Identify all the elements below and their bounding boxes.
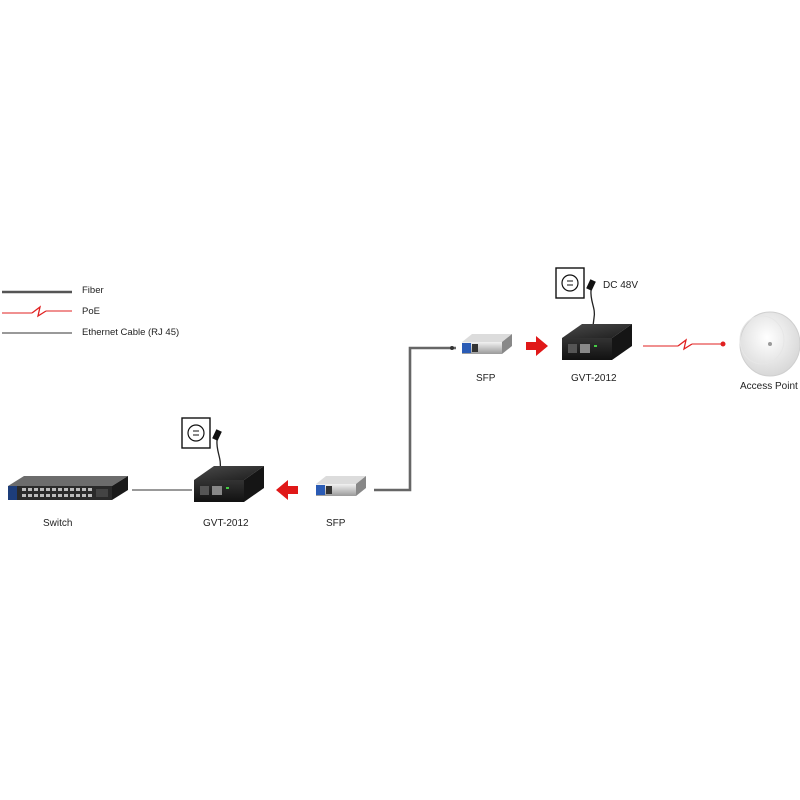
legend-poe-line: [2, 305, 72, 318]
converter-right-device: [562, 324, 632, 360]
switch-label: Switch: [43, 518, 73, 529]
dc-voltage-label: DC 48V: [603, 280, 639, 291]
converter-left-label: GVT-2012: [203, 518, 249, 529]
access-point-device: [739, 311, 800, 377]
legend-fiber-label: Fiber: [82, 285, 104, 296]
converter-left-device: [194, 466, 264, 502]
legend-ethernet-label: Ethernet Cable (RJ 45): [82, 327, 180, 338]
arrow-left: [276, 480, 298, 500]
sfp-right-device: [462, 334, 512, 354]
access-point-label: Access Point: [740, 381, 798, 392]
sfp-left-label: SFP: [326, 518, 346, 529]
poe-link: [643, 338, 726, 351]
power-outlet-left: [181, 417, 222, 479]
power-outlet-right: [555, 267, 596, 327]
arrow-right: [526, 336, 548, 356]
legend: [2, 290, 72, 334]
fiber-link-end: [450, 346, 454, 350]
switch-device: [8, 476, 128, 500]
fiber-link: [374, 346, 456, 492]
converter-right-label: GVT-2012: [571, 373, 617, 384]
legend-poe-label: PoE: [82, 306, 100, 317]
power-plug-right: [586, 279, 596, 327]
sfp-right-label: SFP: [476, 373, 496, 384]
sfp-left-device: [316, 476, 366, 496]
